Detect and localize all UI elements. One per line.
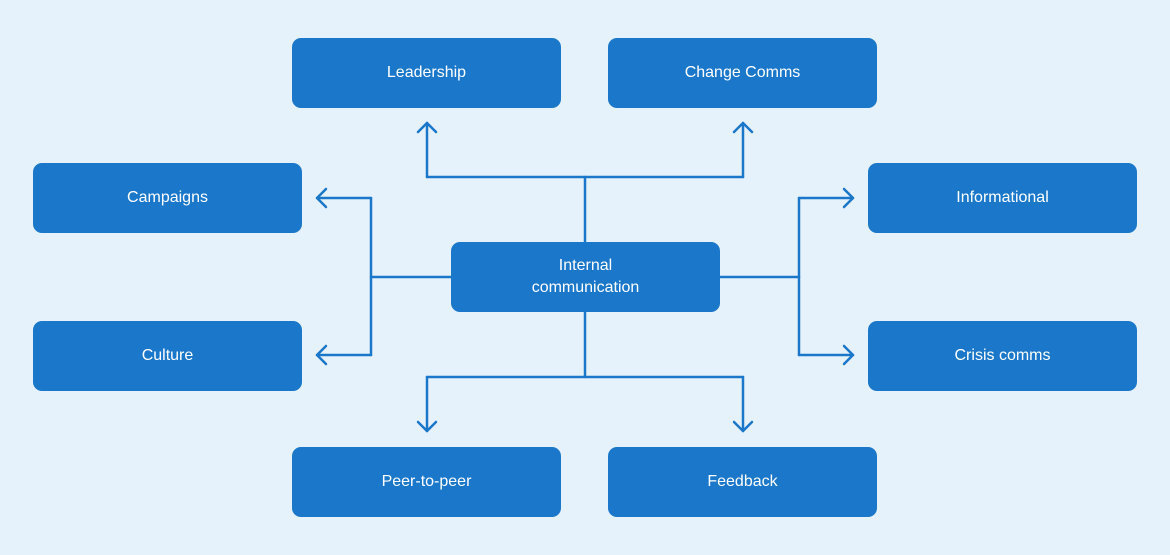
arrowhead-culture <box>315 344 328 366</box>
node-feedback: Feedback <box>608 447 877 517</box>
node-culture-label: Culture <box>141 347 194 364</box>
arrowhead-change-comms <box>732 121 754 134</box>
node-peer-to-peer-label: Peer-to-peer <box>381 473 472 490</box>
node-leadership: Leadership <box>292 38 561 108</box>
node-change-comms-label: Change Comms <box>684 64 801 81</box>
node-internal-communication: Internal communication <box>451 242 720 312</box>
node-informational-label: Informational <box>956 189 1049 206</box>
center-label-line2: communication <box>531 279 640 296</box>
arrowhead-informational <box>842 187 855 209</box>
arrowhead-leadership <box>416 121 438 134</box>
node-feedback-label: Feedback <box>707 473 778 490</box>
node-crisis-comms-label: Crisis comms <box>954 347 1051 364</box>
center-label-line1: Internal <box>558 257 613 274</box>
node-leadership-label: Leadership <box>386 64 467 81</box>
node-campaigns-label: Campaigns <box>127 189 208 206</box>
node-crisis-comms: Crisis comms <box>868 321 1137 391</box>
node-change-comms: Change Comms <box>608 38 877 108</box>
node-informational: Informational <box>868 163 1137 233</box>
arrowhead-crisis-comms <box>842 344 855 366</box>
arrowhead-feedback <box>732 420 754 433</box>
node-campaigns: Campaigns <box>33 163 302 233</box>
node-peer-to-peer: Peer-to-peer <box>292 447 561 517</box>
node-culture: Culture <box>33 321 302 391</box>
arrowhead-campaigns <box>315 187 328 209</box>
arrowhead-peer-to-peer <box>416 420 438 433</box>
node-internal-communication-label: Internal communication <box>532 255 640 299</box>
